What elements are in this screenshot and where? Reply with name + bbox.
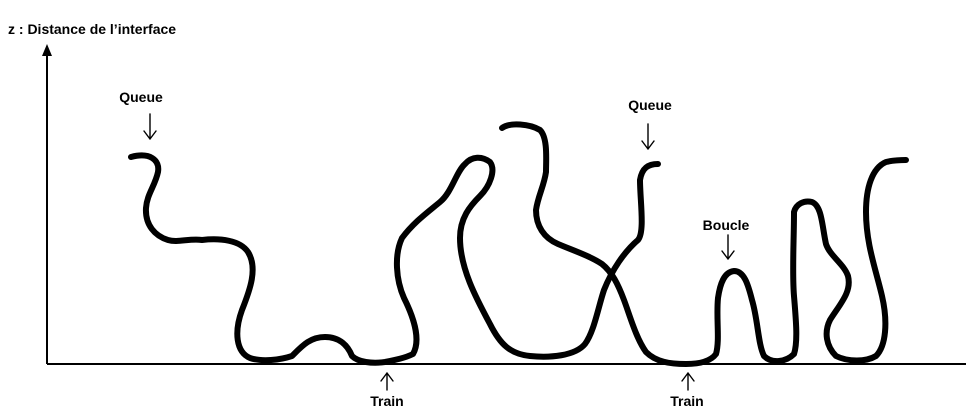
label-arrows [143, 113, 735, 391]
polymer-chain-2 [499, 121, 909, 367]
boucle-label: Boucle [702, 217, 750, 233]
z-axis-label: z : Distance de l’interface [8, 21, 177, 37]
train-left-arrow [380, 371, 394, 391]
queue-right-arrow [641, 123, 655, 151]
train-right-label: Train [670, 393, 704, 409]
queue-left-arrow [143, 113, 157, 141]
queue-left-label: Queue [119, 89, 163, 105]
boucle-arrow [721, 234, 735, 261]
polymer-chain-1 [128, 152, 661, 366]
train-left-label: Train [370, 393, 404, 409]
train-right-arrow [681, 371, 695, 391]
queue-right-label: Queue [628, 97, 672, 113]
